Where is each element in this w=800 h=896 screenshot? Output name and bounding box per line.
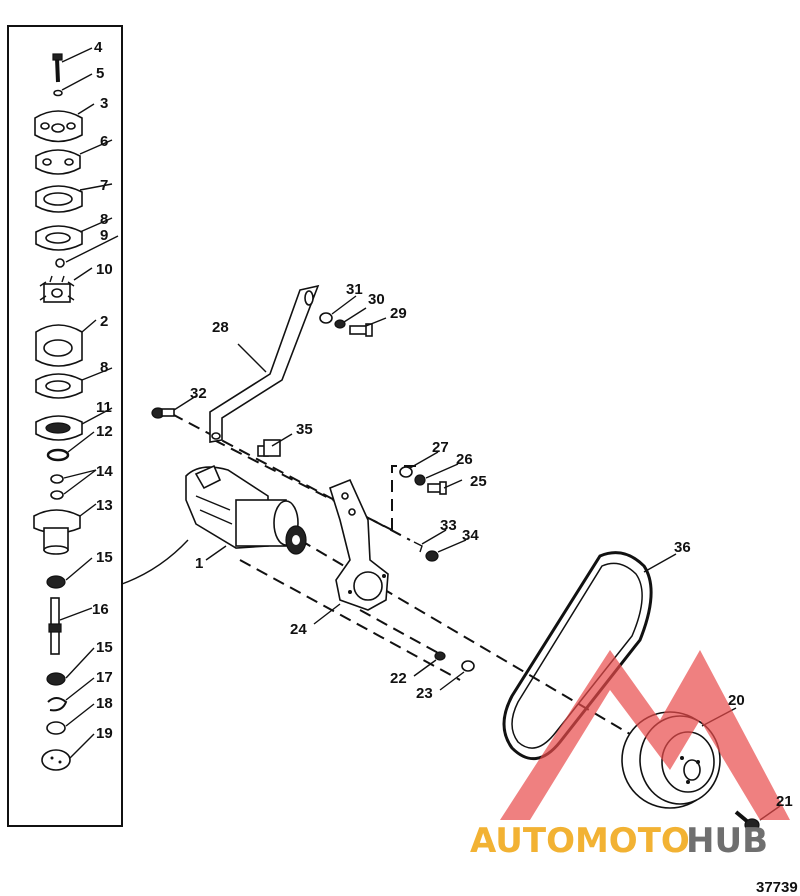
- callout-number: 21: [776, 793, 793, 810]
- part-stud: [413, 541, 423, 553]
- callout-number: 6: [100, 133, 108, 150]
- callout-number: 19: [96, 725, 113, 742]
- callout-number: 36: [674, 539, 691, 556]
- callout-number: 24: [290, 621, 307, 638]
- part-wear-plate: [35, 415, 83, 441]
- part-bolt: [151, 407, 175, 419]
- part-gasket: [35, 373, 83, 399]
- part-bolt: [734, 810, 760, 832]
- callout-number: 11: [96, 399, 112, 416]
- part-bearing: [46, 672, 66, 686]
- callout-labels: 1 2 3 4 5 6 7 8 8 9 10 11 12 13 14 15 15…: [92, 39, 793, 810]
- part-key: [55, 258, 65, 268]
- callout-number: 4: [94, 39, 103, 56]
- part-washer: [319, 312, 333, 324]
- callout-number: 22: [390, 670, 407, 687]
- callout-number: 15: [96, 549, 113, 566]
- part-nut: [461, 660, 475, 672]
- part-snap-ring: [47, 697, 68, 712]
- part-shaft: [48, 597, 62, 655]
- callout-number: 33: [440, 517, 457, 534]
- callout-number: 14: [96, 463, 113, 480]
- part-bolt: [349, 323, 373, 337]
- callout-number: 25: [470, 473, 487, 490]
- callout-number: 8: [100, 359, 108, 376]
- part-bearing: [46, 575, 66, 589]
- callout-number: 13: [96, 497, 113, 514]
- part-washer: [399, 466, 413, 478]
- watermark-text-part1: AUTOMOTO: [470, 821, 690, 861]
- part-nut: [334, 319, 346, 329]
- inset-connector: [121, 539, 189, 585]
- part-pump-housing: [35, 324, 83, 367]
- part-o-ring: [46, 448, 70, 462]
- callout-number: 8: [100, 211, 108, 228]
- callout-number: 12: [96, 423, 113, 440]
- part-mounting-bracket: [329, 478, 389, 611]
- part-impeller: [39, 275, 75, 303]
- part-plate: [35, 185, 83, 213]
- callout-number: 31: [346, 281, 363, 298]
- callout-number: 3: [100, 95, 108, 112]
- callout-number: 18: [96, 695, 113, 712]
- part-bolt: [427, 481, 447, 495]
- callout-number: 2: [100, 313, 108, 330]
- callout-number: 23: [416, 685, 433, 702]
- part-nut: [414, 474, 426, 486]
- part-seal: [50, 490, 64, 500]
- watermark-text-part2: HUB: [686, 821, 768, 861]
- part-seal: [50, 474, 64, 484]
- callout-number: 26: [456, 451, 473, 468]
- callout-number: 27: [432, 439, 449, 456]
- callout-number: 9: [100, 227, 108, 244]
- callout-number: 1: [195, 555, 203, 572]
- figure-number: 37739: [756, 879, 798, 896]
- callout-number: 30: [368, 291, 385, 308]
- callout-number: 34: [462, 527, 479, 544]
- callout-number: 16: [92, 601, 109, 618]
- part-washer: [46, 721, 66, 735]
- watermark-logo: [500, 650, 790, 820]
- part-gasket: [35, 149, 81, 175]
- part-washer: [53, 89, 63, 97]
- callout-number: 29: [390, 305, 407, 322]
- part-adjusting-bracket: [209, 284, 320, 443]
- callout-number: 10: [96, 261, 113, 278]
- part-power-steering-pump: [185, 464, 307, 555]
- part-gasket: [35, 225, 83, 251]
- callout-number: 17: [96, 669, 113, 686]
- part-washer: [434, 651, 446, 661]
- part-nut: [425, 550, 439, 562]
- part-bolt: [52, 53, 63, 83]
- inset-leaders: [59, 47, 119, 759]
- callout-number: 15: [96, 639, 113, 656]
- main-leaders: [173, 295, 781, 821]
- callout-number: 35: [296, 421, 313, 438]
- part-hub-plate: [41, 749, 71, 771]
- callout-number: 7: [100, 177, 108, 194]
- callout-number: 5: [96, 65, 104, 82]
- callout-number: 20: [728, 692, 745, 709]
- part-cover-plate: [34, 110, 83, 143]
- assembly-lines: [171, 413, 641, 741]
- callout-number: 32: [190, 385, 207, 402]
- part-bearing-housing: [33, 509, 81, 555]
- callout-number: 28: [212, 319, 229, 336]
